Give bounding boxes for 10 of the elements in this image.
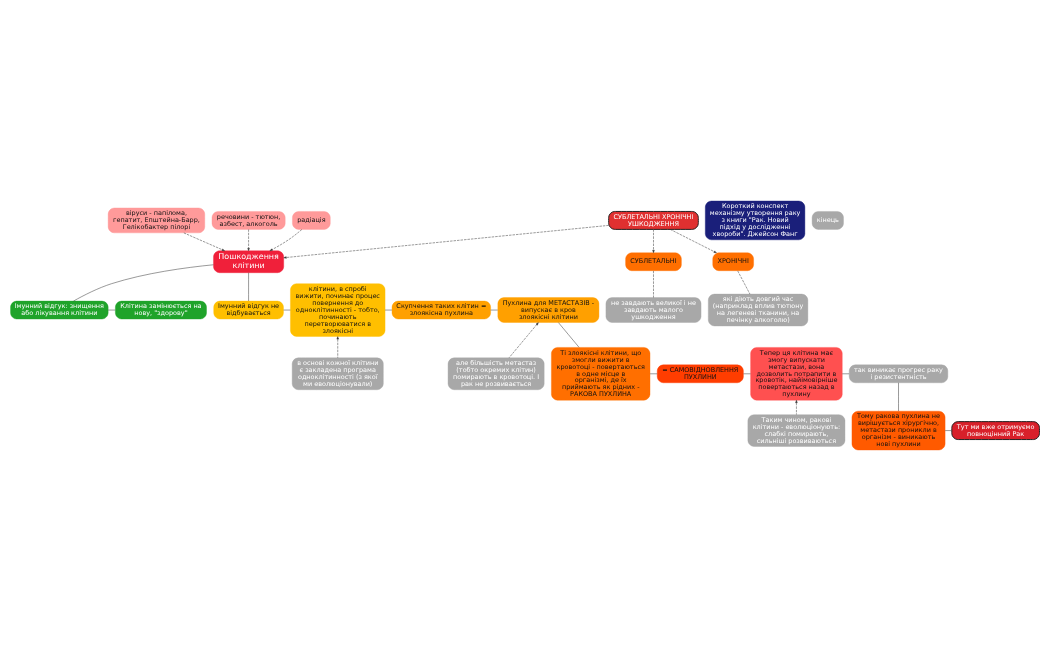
connector (944, 429, 952, 431)
arrow (652, 228, 655, 253)
arrow (795, 399, 798, 415)
arrow (336, 335, 339, 358)
arrow (508, 321, 539, 358)
arrow (670, 228, 717, 253)
arrow (183, 232, 225, 251)
arrow (269, 228, 303, 251)
arrow (247, 228, 250, 251)
arrow (283, 224, 609, 259)
